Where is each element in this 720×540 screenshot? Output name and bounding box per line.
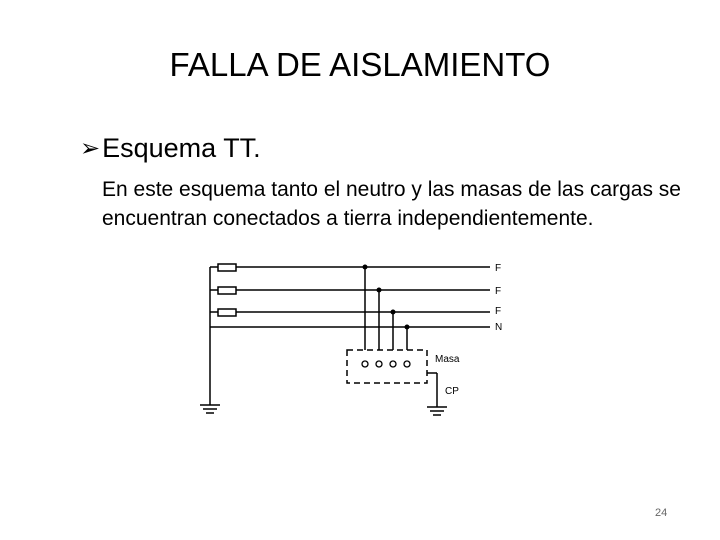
arrow-bullet-icon: ➢: [80, 135, 101, 162]
winding-coil-3: [217, 308, 237, 317]
bullet-text: Esquema TT.: [102, 133, 261, 163]
load-enclosure: [346, 349, 428, 384]
slide-title: FALLA DE AISLAMIENTO: [169, 46, 551, 83]
masa-label: Masa: [435, 354, 460, 365]
description-paragraph: En este esquema tanto el neutro y las ma…: [102, 178, 681, 230]
page-number: 24: [655, 507, 668, 519]
winding-coil-1: [217, 263, 237, 272]
winding-coil-2: [217, 286, 237, 295]
line-label-3: F: [495, 306, 501, 317]
cp-label: CP: [445, 386, 459, 397]
tt-scheme-diagram: F F F N Masa CP: [200, 263, 502, 416]
line-label-1: F: [495, 263, 501, 274]
line-label-4: N: [495, 322, 502, 333]
bullet-item: ➢ Esquema TT.: [80, 133, 261, 164]
line-label-2: F: [495, 286, 501, 297]
